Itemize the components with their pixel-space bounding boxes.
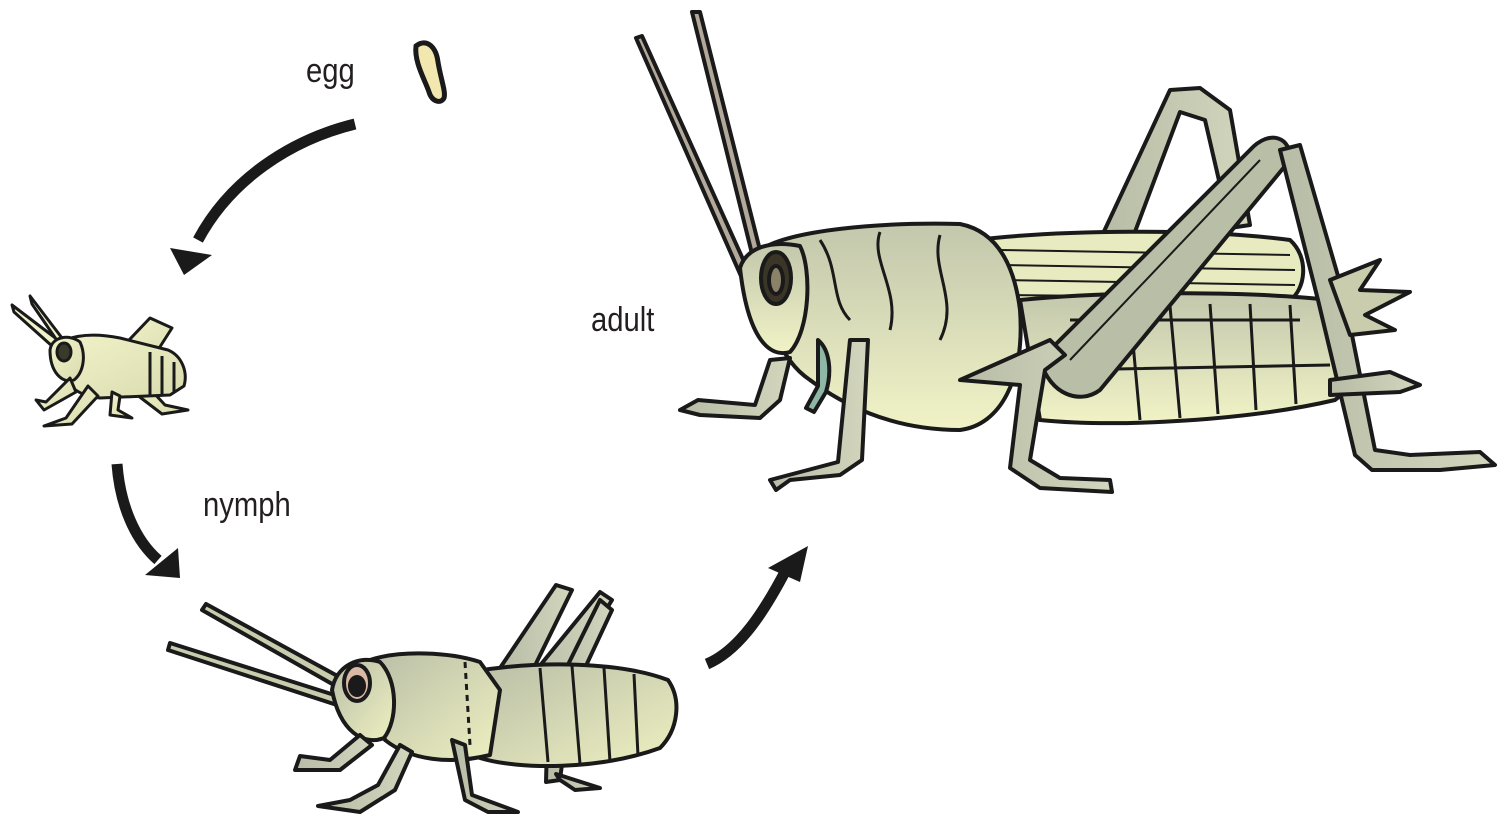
nymph-label: nymph	[203, 486, 291, 525]
egg-illustration	[416, 43, 445, 102]
arrow-hatchling-to-nymph	[117, 464, 180, 578]
nymph-illustration	[168, 585, 676, 812]
hatchling-illustration	[12, 296, 188, 426]
adult-illustration	[636, 12, 1495, 492]
arrow-egg-to-hatchling	[170, 124, 355, 275]
adult-label: adult	[591, 301, 654, 340]
egg-label: egg	[306, 52, 355, 91]
arrow-nymph-to-adult	[707, 546, 808, 664]
